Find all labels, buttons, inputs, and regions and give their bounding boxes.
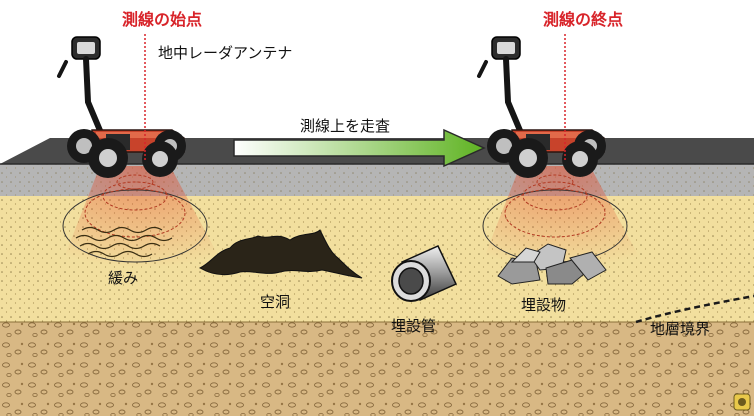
buried-object-label: 埋設物 bbox=[521, 296, 567, 314]
logo-badge-icon bbox=[733, 393, 751, 411]
radar-beam-icon bbox=[60, 166, 645, 268]
start-point-label: 測線の始点 bbox=[122, 10, 203, 29]
cavity-label: 空洞 bbox=[260, 293, 291, 311]
buried-pipe-label: 埋設管 bbox=[391, 317, 437, 335]
scan-arrow-icon bbox=[233, 128, 486, 168]
end-point-label: 測線の終点 bbox=[543, 10, 624, 29]
rubble-icon bbox=[497, 243, 607, 285]
cavity-icon bbox=[198, 229, 363, 279]
pipe-icon bbox=[391, 245, 458, 302]
loosening-icon bbox=[75, 226, 173, 258]
scan-direction-label: 測線上を走査 bbox=[300, 117, 391, 135]
loosening-label: 緩み bbox=[108, 269, 139, 287]
stratum-boundary-label: 地層境界 bbox=[650, 320, 711, 338]
stratum-boundary-line bbox=[635, 294, 754, 324]
antenna-label: 地中レーダアンテナ bbox=[158, 44, 293, 62]
